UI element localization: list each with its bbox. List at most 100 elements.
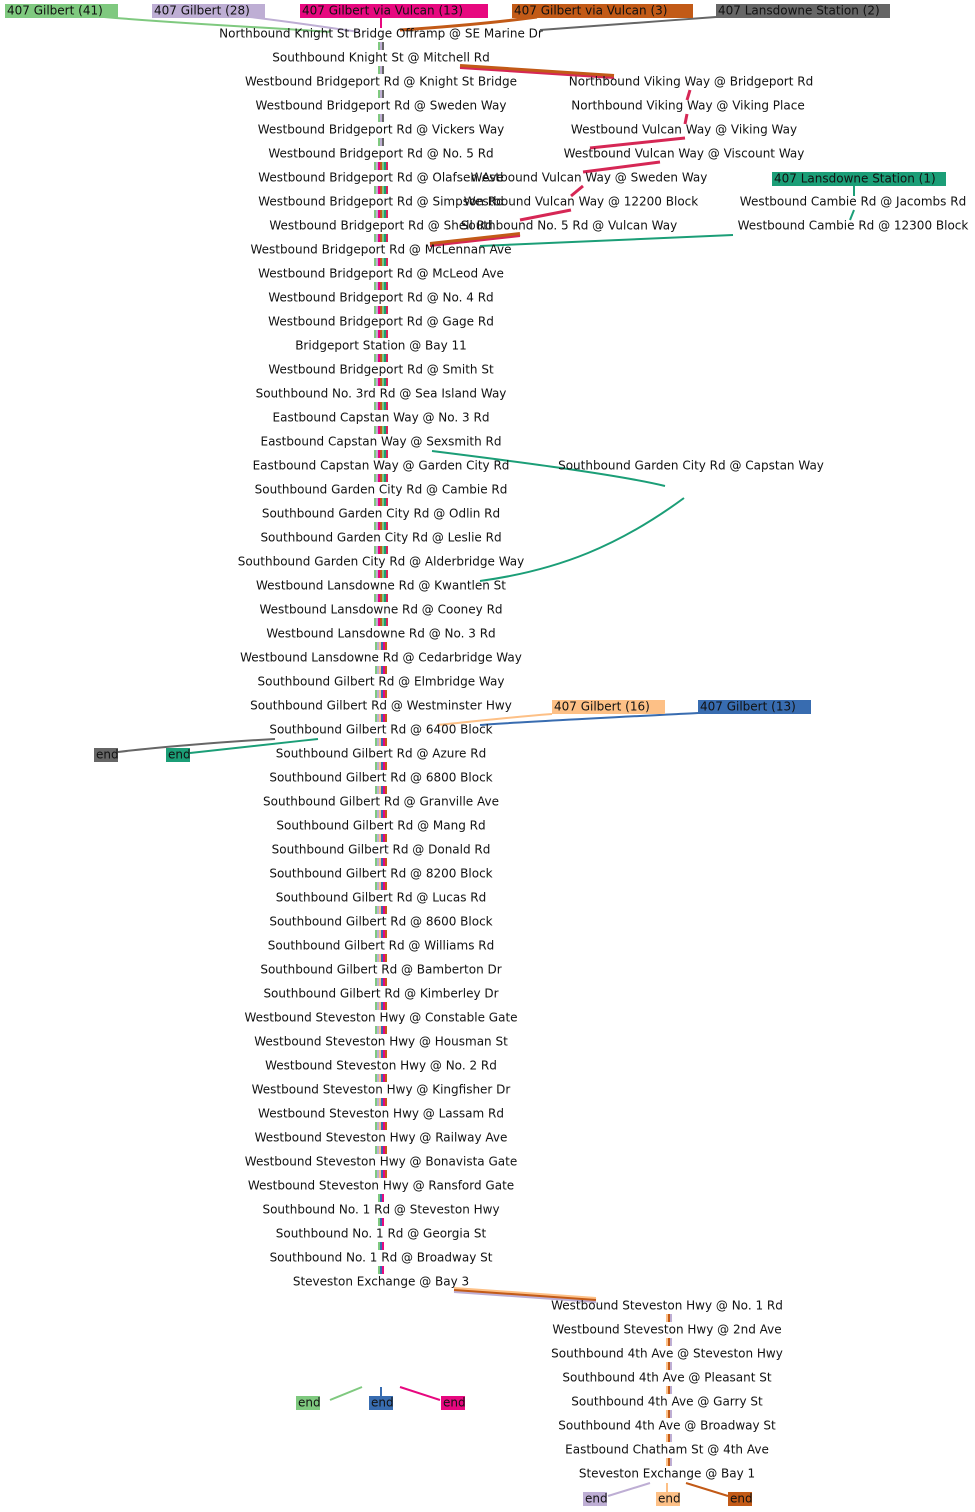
route-label-vulcan3-box: [512, 4, 693, 18]
steveston-branch-line: [453, 1291, 597, 1303]
end-label-vulcan3-box: [728, 1492, 752, 1506]
stop-label: Westbound Bridgeport Rd @ McLennan Ave: [251, 243, 512, 257]
route-label-lansdowne2-box: [716, 4, 890, 18]
route-label-gilbert41-box: [5, 4, 118, 18]
stop-label: Westbound Bridgeport Rd @ Olafsen Ave: [258, 171, 504, 185]
end-label-lansdowne2: end: [96, 748, 119, 762]
stop-label: Southbound 4th Ave @ Steveston Hwy: [551, 1347, 783, 1361]
end-label-gilbert41-box: [296, 1396, 320, 1410]
route-label-gilbert16-box: [552, 700, 665, 714]
stop-label: Southbound Garden City Rd @ Leslie Rd: [260, 531, 501, 545]
stop-label: Westbound Bridgeport Rd @ Sweden Way: [255, 99, 506, 113]
stop-label: Westbound Lansdowne Rd @ Kwantlen St: [256, 579, 506, 593]
stop-label: Eastbound Capstan Way @ Garden City Rd: [253, 459, 510, 473]
stop-label: Westbound Steveston Hwy @ No. 2 Rd: [265, 1059, 497, 1073]
steveston-branch-line: [453, 1287, 597, 1299]
capstan-detour-line: [479, 497, 685, 582]
route-label-vulcan13: 407 Gilbert via Vulcan (13): [302, 4, 463, 18]
end-label-vulcan13-box: [441, 1396, 465, 1410]
stop-label: Southbound Gilbert Rd @ 8200 Block: [269, 867, 492, 881]
stop-label: Southbound Gilbert Rd @ Lucas Rd: [276, 891, 487, 905]
stop-label: Northbound Knight St Bridge Offramp @ SE…: [219, 27, 543, 41]
stop-label: Westbound Cambie Rd @ 12300 Block: [738, 219, 969, 233]
stop-label: Southbound Gilbert Rd @ Azure Rd: [276, 747, 486, 761]
route-label-gilbert41: 407 Gilbert (41): [7, 4, 103, 18]
route-label-gilbert28-box: [152, 4, 265, 18]
stop-label: Southbound Garden City Rd @ Odlin Rd: [262, 507, 500, 521]
stop-label: Westbound Steveston Hwy @ Ransford Gate: [248, 1179, 514, 1193]
stop-label: Eastbound Capstan Way @ No. 3 Rd: [273, 411, 490, 425]
route-label-boxes: [5, 4, 946, 1506]
steveston-branch-line: [453, 1288, 597, 1302]
stop-label: Westbound Steveston Hwy @ Lassam Rd: [258, 1107, 504, 1121]
stop-label: Bridgeport Station @ Bay 11: [295, 339, 467, 353]
stop-label: Westbound Bridgeport Rd @ Knight St Brid…: [245, 75, 517, 89]
end-label-lansdowne1: end: [168, 748, 191, 762]
stop-label: Southbound Gilbert Rd @ Donald Rd: [272, 843, 491, 857]
end-label-vulcan3: end: [730, 1492, 753, 1506]
stop-label: Southbound Gilbert Rd @ 6400 Block: [269, 723, 492, 737]
stop-label: Westbound Bridgeport Rd @ Simpson Rd: [258, 195, 503, 209]
route-label-gilbert13: 407 Gilbert (13): [700, 700, 796, 714]
stop-label: Southbound Garden City Rd @ Capstan Way: [558, 459, 824, 473]
stop-label: Southbound No. 1 Rd @ Broadway St: [270, 1251, 493, 1265]
end-label-gilbert13-box: [369, 1396, 393, 1410]
stop-label: Eastbound Chatham St @ 4th Ave: [565, 1443, 769, 1457]
stop-label: Southbound Garden City Rd @ Cambie Rd: [255, 483, 508, 497]
vulcan-branch-line: [429, 235, 521, 247]
stop-label: Southbound No. 1 Rd @ Georgia St: [276, 1227, 487, 1241]
route-label-vulcan3: 407 Gilbert via Vulcan (3): [514, 4, 667, 18]
stop-label: Westbound Lansdowne Rd @ Cooney Rd: [259, 603, 502, 617]
stop-label: Southbound Gilbert Rd @ 6800 Block: [269, 771, 492, 785]
vulcan-branch-line: [685, 89, 692, 101]
stop-label: Southbound No. 3rd Rd @ Sea Island Way: [256, 387, 507, 401]
route-label-gilbert13-box: [698, 700, 811, 714]
route-lines: [103, 15, 855, 1497]
vulcan-branch-line: [683, 113, 689, 125]
stop-label: Westbound Vulcan Way @ 12200 Block: [464, 195, 698, 209]
route-label-lansdowne1: 407 Lansdowne Station (1): [774, 172, 936, 186]
stop-label: Steveston Exchange @ Bay 1: [579, 1467, 755, 1481]
stop-label: Westbound Steveston Hwy @ No. 1 Rd: [551, 1299, 783, 1313]
stop-label: Westbound Vulcan Way @ Sweden Way: [471, 171, 708, 185]
end-label-gilbert28-box: [583, 1492, 607, 1506]
stop-label: Westbound Bridgeport Rd @ Vickers Way: [258, 123, 505, 137]
stop-label: Northbound Viking Way @ Bridgeport Rd: [569, 75, 813, 89]
end-label-lansdowne2-box: [94, 748, 118, 762]
stop-label: Westbound Bridgeport Rd @ Smith St: [268, 363, 494, 377]
stop-label: Westbound Steveston Hwy @ Housman St: [254, 1035, 508, 1049]
stop-label: Westbound Vulcan Way @ Viscount Way: [564, 147, 805, 161]
end-label-gilbert41: end: [298, 1396, 321, 1410]
stop-label: Westbound Steveston Hwy @ 2nd Ave: [552, 1323, 781, 1337]
stop-label: Southbound Gilbert Rd @ Williams Rd: [268, 939, 494, 953]
end-line-lansdowne1: [189, 738, 319, 754]
stop-label: Southbound Gilbert Rd @ Elmbridge Way: [258, 675, 505, 689]
stop-label: Southbound Gilbert Rd @ Mang Rd: [276, 819, 485, 833]
route-line-vulcan3: [399, 15, 538, 32]
stop-label: Southbound Gilbert Rd @ Kimberley Dr: [263, 987, 498, 1001]
stop-label: Southbound 4th Ave @ Garry St: [571, 1395, 763, 1409]
stop-label: Westbound Bridgeport Rd @ Shell Rd: [269, 219, 492, 233]
route-line-lansdowne2: [539, 16, 717, 31]
end-label-vulcan13: end: [443, 1396, 466, 1410]
stop-label: Southbound No. 5 Rd @ Vulcan Way: [461, 219, 678, 233]
end-line-gilbert28: [607, 1482, 651, 1497]
stop-label: Southbound No. 1 Rd @ Steveston Hwy: [262, 1203, 499, 1217]
route-label-gilbert16: 407 Gilbert (16): [554, 700, 650, 714]
stop-label: Southbound Gilbert Rd @ Westminster Hwy: [250, 699, 512, 713]
stop-label: Westbound Steveston Hwy @ Kingfisher Dr: [252, 1083, 511, 1097]
vulcan-branch-line: [570, 184, 584, 198]
stop-label: Steveston Exchange @ Bay 3: [293, 1275, 469, 1289]
stop-label: Westbound Lansdowne Rd @ Cedarbridge Way: [240, 651, 522, 665]
stop-label: Southbound Knight St @ Mitchell Rd: [272, 51, 489, 65]
end-line-lansdowne2: [117, 738, 276, 753]
route-line-gilbert16: [436, 713, 553, 726]
stop-label: Westbound Lansdowne Rd @ No. 3 Rd: [266, 627, 495, 641]
stop-label: Eastbound Capstan Way @ Sexsmith Rd: [260, 435, 501, 449]
vulcan-branch-line: [519, 208, 572, 222]
stop-label: Westbound Cambie Rd @ Jacombs Rd: [740, 195, 966, 209]
stop-label: Westbound Steveston Hwy @ Constable Gate: [244, 1011, 517, 1025]
route-label-vulcan13-box: [300, 4, 488, 18]
cambie-branch-line: [849, 209, 855, 221]
cambie-branch-line: [479, 234, 734, 247]
